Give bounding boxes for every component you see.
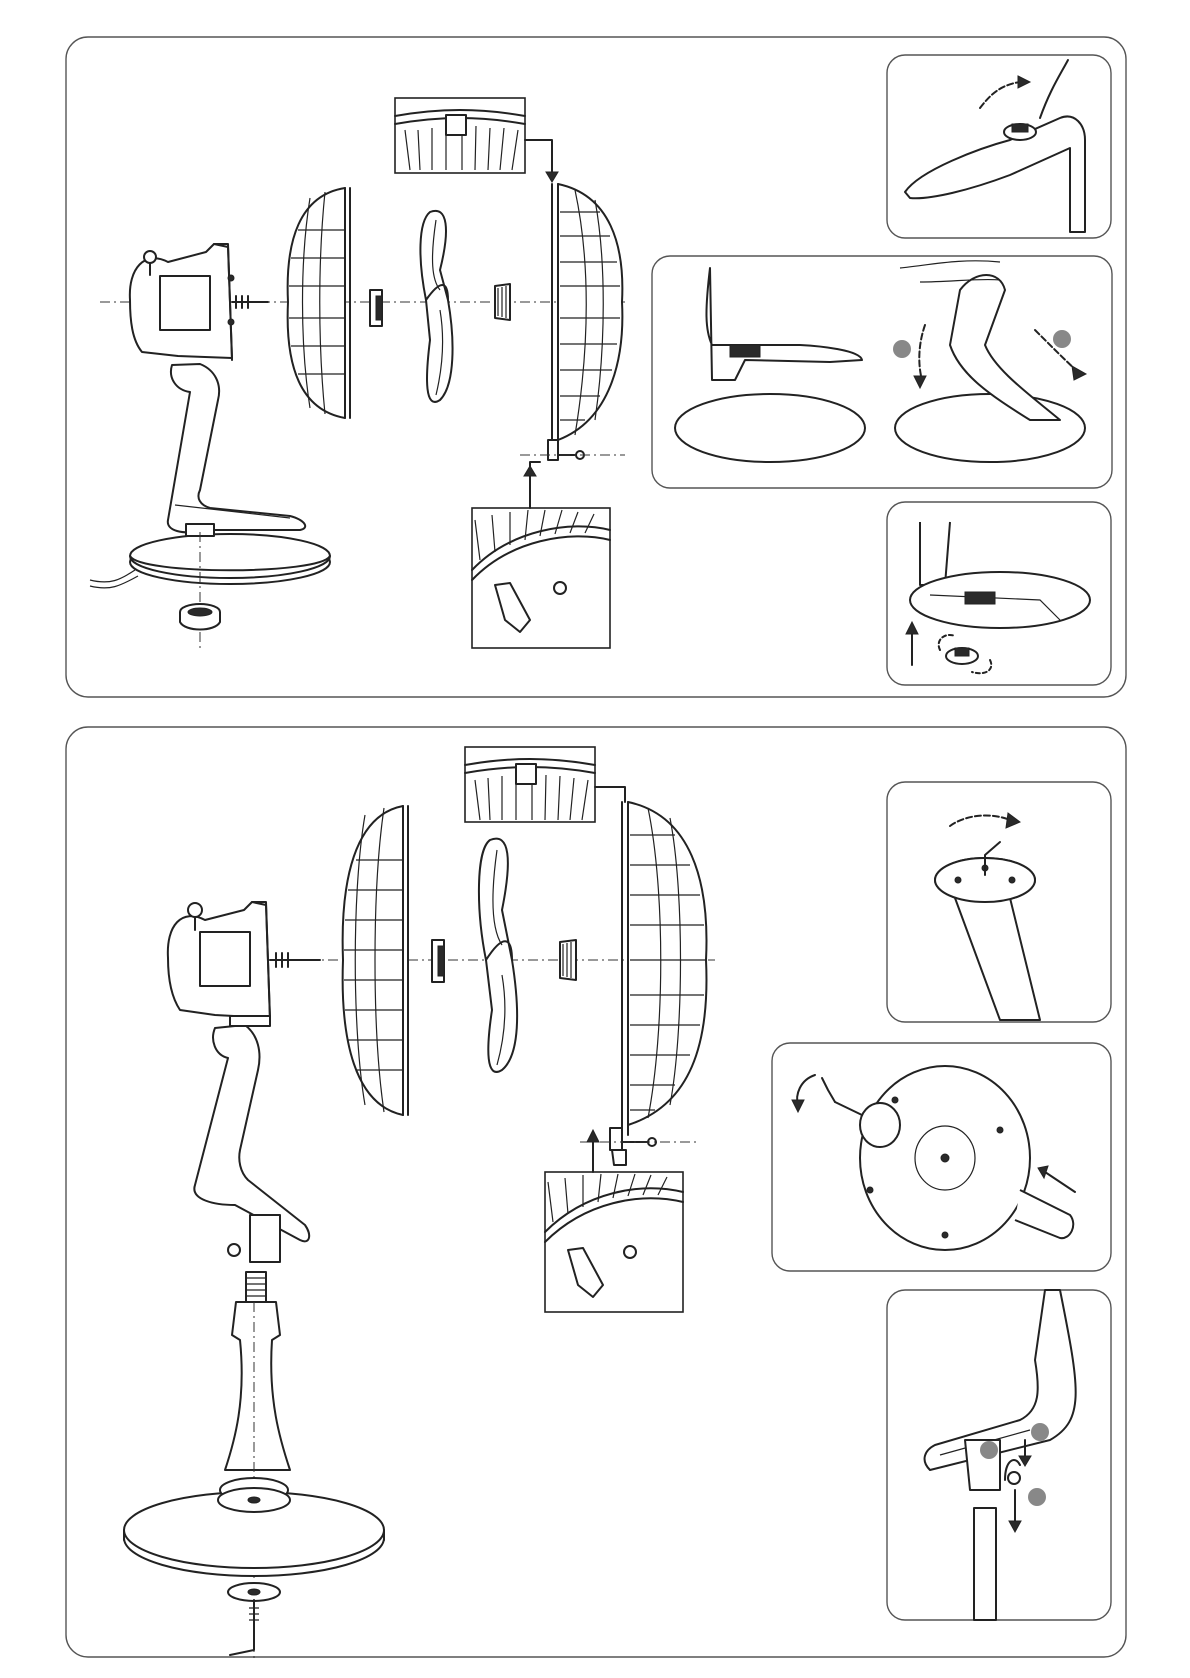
step-marker-1 <box>980 1441 998 1459</box>
blade-cap <box>560 940 576 980</box>
step-marker-1 <box>893 340 911 358</box>
step-screw-pole <box>887 782 1111 1022</box>
step-marker-2 <box>1053 330 1071 348</box>
blade-cap <box>495 284 510 320</box>
step-insert-pole <box>887 1290 1111 1620</box>
tilt-knob-icon <box>188 903 202 917</box>
step-fix-base-knob <box>887 502 1111 685</box>
panel-desk-fan <box>66 37 1126 697</box>
step-fold-stand <box>652 256 1112 488</box>
step-attach-base-plate <box>772 1043 1111 1271</box>
step-marker-2 <box>1031 1423 1049 1441</box>
step-tighten-knob <box>887 55 1111 238</box>
step-marker-3 <box>1028 1488 1046 1506</box>
panel-pedestal-fan <box>66 727 1126 1660</box>
spinner-nut <box>432 940 444 982</box>
tilt-knob-icon <box>144 251 156 263</box>
base-knob <box>180 604 220 630</box>
spinner-nut <box>370 290 382 326</box>
